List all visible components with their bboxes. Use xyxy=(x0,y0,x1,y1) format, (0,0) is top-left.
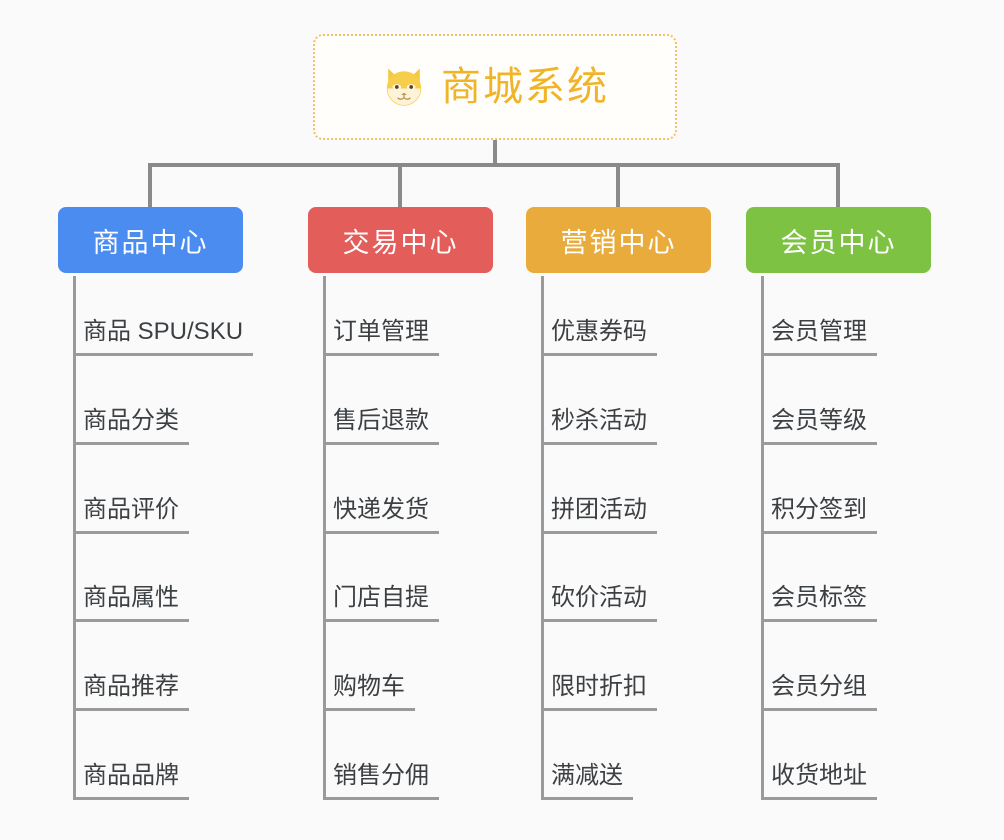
branch-header-label-3: 营销中心 xyxy=(560,227,677,258)
branch-trunk-line-1 xyxy=(73,276,76,800)
leaf-label: 门店自提 xyxy=(323,583,439,622)
leaf-label: 满减送 xyxy=(541,761,633,800)
leaf-label: 商品评价 xyxy=(73,495,189,534)
branch-header-4[interactable]: 会员中心 xyxy=(746,207,931,273)
leaf-label: 秒杀活动 xyxy=(541,406,657,445)
branch-header-label-4: 会员中心 xyxy=(780,227,897,258)
leaf-label: 商品品牌 xyxy=(73,761,189,800)
branch-header-1[interactable]: 商品中心 xyxy=(58,207,243,273)
horizontal-bus-line xyxy=(148,163,840,167)
branch-drop-line-1 xyxy=(148,163,152,209)
root-title: 商城系统 xyxy=(441,65,609,109)
leaf-label: 会员等级 xyxy=(761,406,877,445)
root-stem-line xyxy=(493,140,497,165)
branch-drop-line-3 xyxy=(616,163,620,209)
root-node[interactable]: 商城系统 xyxy=(313,34,677,140)
shiba-dog-icon xyxy=(386,68,422,106)
leaf-label: 收货地址 xyxy=(761,761,877,800)
leaf-label: 优惠券码 xyxy=(541,317,657,356)
branch-trunk-line-2 xyxy=(323,276,326,800)
branch-header-label-1: 商品中心 xyxy=(92,227,209,258)
branch-trunk-line-3 xyxy=(541,276,544,800)
leaf-label: 商品 SPU/SKU xyxy=(73,317,254,356)
leaf-label: 商品推荐 xyxy=(73,672,189,711)
leaf-label: 会员标签 xyxy=(761,583,877,622)
branch-drop-line-2 xyxy=(398,163,402,209)
leaf-label: 购物车 xyxy=(323,672,415,711)
leaf-label: 会员分组 xyxy=(761,672,877,711)
leaf-label: 积分签到 xyxy=(761,495,877,534)
leaf-label: 会员管理 xyxy=(761,317,877,356)
branch-header-3[interactable]: 营销中心 xyxy=(526,207,711,273)
branch-header-label-2: 交易中心 xyxy=(342,227,459,258)
leaf-label: 限时折扣 xyxy=(541,672,657,711)
leaf-label: 商品属性 xyxy=(73,583,189,622)
leaf-label: 拼团活动 xyxy=(541,495,657,534)
leaf-label: 售后退款 xyxy=(323,406,439,445)
leaf-label: 商品分类 xyxy=(73,406,189,445)
branch-trunk-line-4 xyxy=(761,276,764,800)
leaf-label: 快递发货 xyxy=(323,495,439,534)
branch-drop-line-4 xyxy=(836,163,840,209)
leaf-label: 订单管理 xyxy=(323,317,439,356)
leaf-label: 销售分佣 xyxy=(323,761,439,800)
leaf-label: 砍价活动 xyxy=(541,583,657,622)
branch-header-2[interactable]: 交易中心 xyxy=(308,207,493,273)
